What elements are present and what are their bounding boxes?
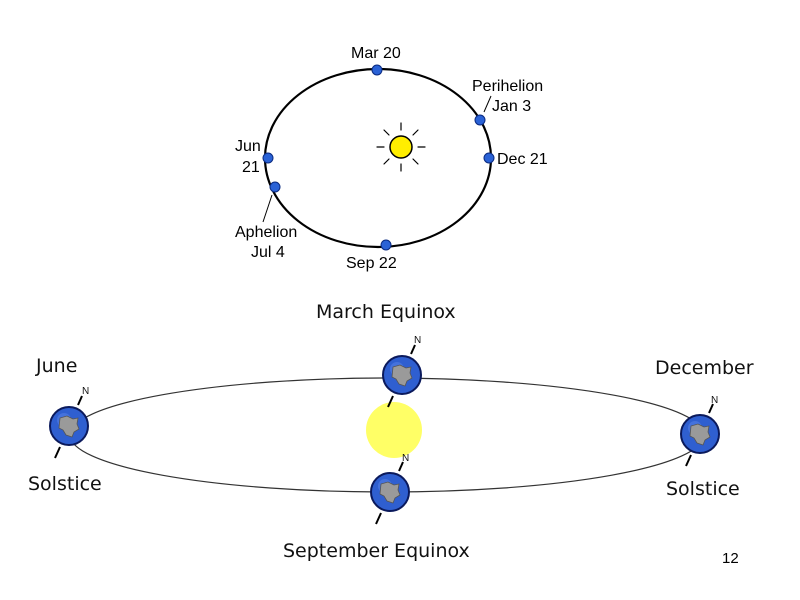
- label-march-equinox: March Equinox: [316, 301, 456, 323]
- north-label-march: N: [414, 335, 421, 346]
- label-september-equinox: September Equinox: [283, 540, 470, 562]
- label-jul-4: Jul 4: [251, 244, 285, 261]
- earth-dot-jul-4: [270, 182, 280, 192]
- earth-dot-jun-21: [263, 153, 273, 163]
- earth-march-icon: [383, 345, 421, 407]
- label-jan-3: Jan 3: [492, 98, 531, 115]
- top-orbit-ellipse: [265, 69, 491, 247]
- earth-december-icon: [681, 404, 719, 466]
- label-perihelion: Perihelion: [472, 78, 543, 95]
- earth-dot-jan-3: [475, 115, 485, 125]
- label-sep-22: Sep 22: [346, 255, 397, 272]
- top-sun-icon: [377, 123, 425, 171]
- perihelion-leader: [484, 96, 491, 112]
- north-label-september: N: [402, 453, 409, 464]
- page-number: 12: [722, 550, 762, 567]
- label-aphelion: Aphelion: [235, 224, 297, 241]
- label-december-solstice: Solstice: [666, 478, 740, 500]
- earth-dot-sep-22: [381, 240, 391, 250]
- top-orbit-diagram: Mar 20 Perihelion Jan 3 Dec 21 Jun 21 Ap…: [235, 45, 548, 272]
- aphelion-leader: [263, 195, 272, 222]
- label-dec-21: Dec 21: [497, 151, 548, 168]
- earth-june-icon: [50, 396, 88, 458]
- earth-dot-dec-21: [484, 153, 494, 163]
- earth-september-icon: [371, 462, 409, 524]
- label-june: June: [35, 355, 77, 377]
- label-jun-21: 21: [242, 159, 260, 176]
- bottom-orbit-diagram: N N N N March Equinox June Solstice Dece…: [28, 301, 754, 562]
- earth-dot-mar-20: [372, 65, 382, 75]
- label-mar-20: Mar 20: [351, 45, 401, 62]
- north-label-december: N: [711, 395, 718, 406]
- label-december: December: [655, 357, 754, 379]
- bottom-sun: [366, 402, 422, 458]
- label-june-solstice: Solstice: [28, 473, 102, 495]
- north-label-june: N: [82, 386, 89, 397]
- label-jun: Jun: [235, 138, 261, 155]
